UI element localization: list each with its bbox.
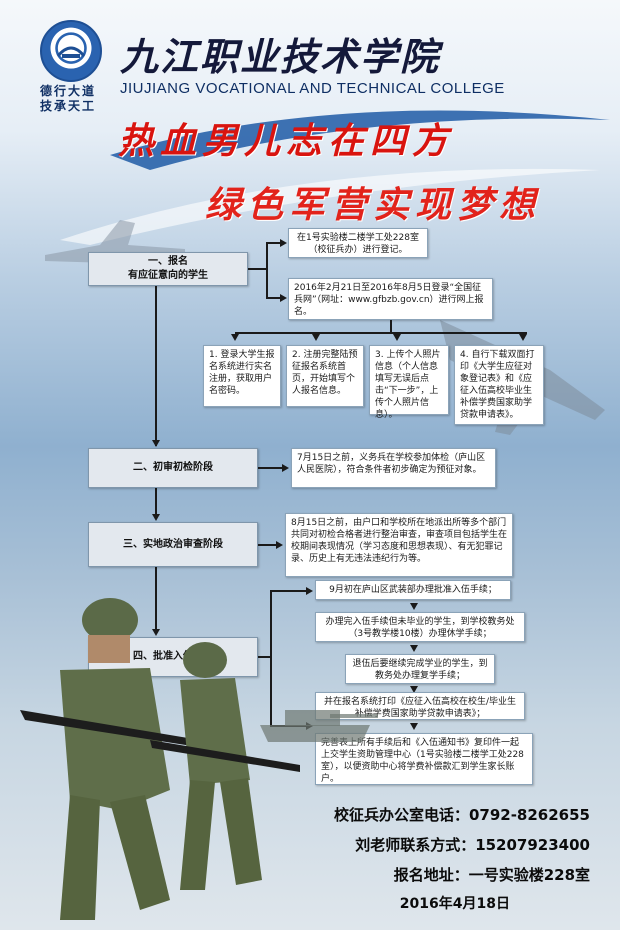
stage-registration-title: 一、报名	[148, 256, 188, 267]
soldiers-image	[20, 598, 300, 920]
online-registration-box: 2016年2月21日至2016年8月5日登录“全国征兵网”（网址：www.gfb…	[288, 278, 493, 320]
stage1-connector	[248, 268, 266, 270]
stage-registration: 一、报名 有应征意向的学生	[88, 252, 248, 286]
stage-political-review: 三、实地政治审查阶段	[88, 522, 258, 567]
college-motto: 德行大道 技承天工	[40, 84, 116, 114]
stage-political-review-title: 三、实地政治审查阶段	[123, 538, 223, 550]
step-1-box: 1. 登录大学生报名系统进行实名注册，获取用户名密码。	[203, 345, 281, 407]
stage-initial-check-title: 二、初审初检阶段	[133, 462, 213, 473]
college-logo	[40, 20, 102, 82]
enlist-arrow-1	[410, 603, 418, 610]
flow-main-line	[155, 286, 157, 446]
flow-main-line-3	[155, 567, 157, 633]
stage3-arrow	[276, 541, 283, 549]
logo-emblem-icon	[56, 46, 86, 58]
registration-office-box: 在1号实验楼二楼学工处228室（校征兵办）进行登记。	[288, 228, 428, 258]
step3-arrow	[393, 334, 401, 341]
enlist-arrow-4	[410, 723, 418, 730]
teacher-contact: 刘老师联系方式：15207923400	[355, 836, 590, 854]
online-steps-stem	[390, 320, 392, 332]
enlist-arrow-3	[410, 686, 418, 693]
stage1-arrow-bottom	[280, 294, 287, 302]
slogan-line-1: 热血男儿志在四方	[118, 120, 455, 162]
notice-date: 2016年4月18日	[399, 896, 510, 912]
recruitment-office-phone: 校征兵办公室电话：0792-8262655	[333, 806, 590, 824]
step4-arrow	[519, 334, 527, 341]
enlist-step-3-box: 退伍后要继续完成学业的学生，到教务处办理复学手续；	[345, 654, 495, 684]
stage1-branch-top	[266, 242, 282, 244]
stage2-arrow	[282, 464, 289, 472]
step-2-box: 2. 注册完整陆预征报名系统首页，开始填写个人报名信息。	[286, 345, 364, 407]
tank-image	[260, 710, 378, 742]
college-name-en: JIUJIANG VOCATIONAL AND TECHNICAL COLLEG…	[120, 80, 505, 97]
political-review-box: 8月15日之前，由户口和学校所在地派出所等多个部门共同对初检合格者进行整治审查，…	[285, 513, 513, 577]
motto-line-2: 技承天工	[40, 99, 97, 113]
flow-arrow-down-3	[152, 629, 160, 636]
motto-line-1: 德行大道	[40, 84, 97, 98]
online-steps-bar	[235, 332, 527, 334]
stage1-branch-bottom	[266, 297, 282, 299]
stage4-branch-vertical	[270, 590, 272, 726]
jet-image-left	[45, 220, 185, 281]
flow-main-line-2	[155, 488, 157, 518]
registration-address: 报名地址：一号实验楼228室	[393, 866, 590, 884]
stage4-arrow-top	[306, 587, 313, 595]
stage1-arrow-top	[280, 239, 287, 247]
enlist-step-2-box: 办理完入伍手续但未毕业的学生，到学校教务处（3号教学楼10楼）办理休学手续；	[315, 612, 525, 642]
college-name-cn: 九江职业技术学院	[120, 34, 441, 79]
stage-enlistment-approval-title: 四、批准入伍阶段	[133, 651, 213, 662]
step-3-box: 3. 上传个人照片信息（个人信息填写无误后点击“下一步”，上传个人照片信息）。	[369, 345, 449, 420]
step-4-box: 4. 自行下载双面打印《大学生应征对象登记表》和《应征入伍高校毕业生补偿学费国家…	[454, 345, 544, 425]
stage3-connector	[258, 544, 278, 546]
step2-arrow	[312, 334, 320, 341]
flow-arrow-down-2	[152, 514, 160, 521]
flow-arrow-down-1	[152, 440, 160, 447]
step1-arrow	[231, 334, 239, 341]
stage-initial-check: 二、初审初检阶段	[88, 448, 258, 488]
stage4-connector	[258, 656, 270, 658]
stage-registration-subtitle: 有应征意向的学生	[128, 270, 208, 281]
stage4-branch-top	[270, 590, 308, 592]
initial-check-box: 7月15日之前，义务兵在学校参加体检（庐山区人民医院），符合条件者初步确定为预征…	[291, 448, 496, 488]
slogan-line-2: 绿色军营实现梦想	[205, 184, 542, 226]
stage1-branch-vertical	[266, 242, 268, 298]
enlist-step-1-box: 9月初在庐山区武装部办理批准入伍手续；	[315, 580, 511, 600]
stage2-connector	[258, 467, 284, 469]
enlist-arrow-2	[410, 645, 418, 652]
